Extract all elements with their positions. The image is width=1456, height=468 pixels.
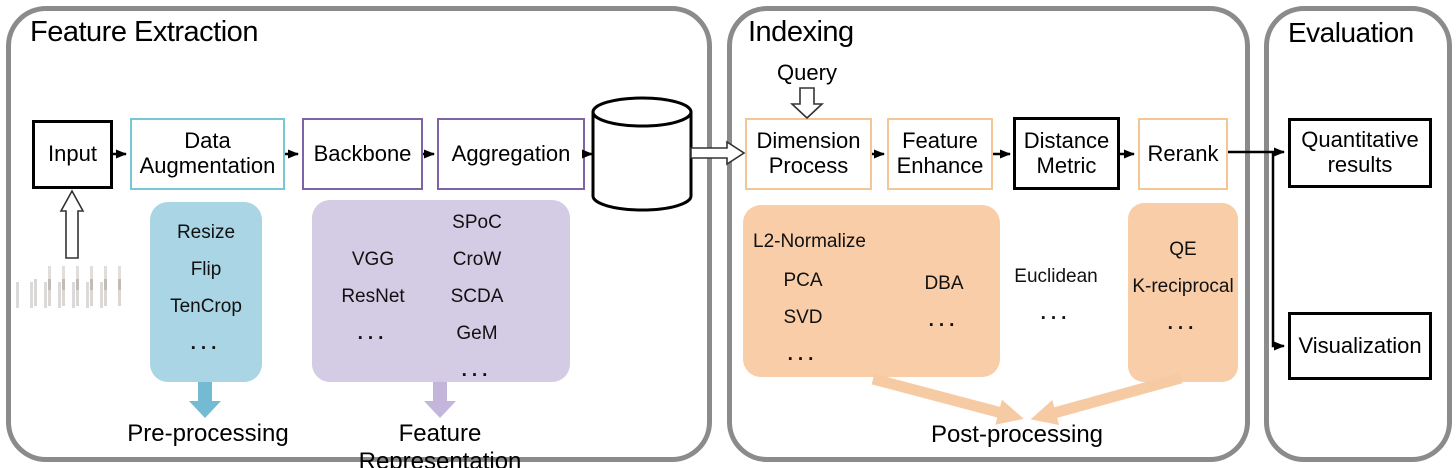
panel-feature-extraction bbox=[6, 6, 712, 462]
list-item: K-reciprocal bbox=[1132, 275, 1234, 297]
list-item: ... bbox=[928, 309, 960, 331]
list-item: GeM bbox=[456, 322, 498, 344]
pre-processing-label: Pre-processing bbox=[127, 420, 289, 447]
list-item: Flip bbox=[190, 258, 222, 280]
list-item: SVD bbox=[783, 306, 823, 328]
rerank-methods-list: QE K-reciprocal... bbox=[1126, 231, 1240, 342]
distance-methods-list: Euclidean... bbox=[1006, 258, 1106, 332]
backbone-box: Backbone bbox=[302, 118, 423, 190]
dimension-methods-col2: DBA... bbox=[903, 265, 985, 339]
list-item: Resize bbox=[176, 221, 236, 243]
aggregation-box: Aggregation bbox=[437, 118, 585, 190]
list-item: SPoC bbox=[452, 211, 502, 233]
list-item: ... bbox=[461, 359, 493, 381]
feature-set-label: Feature Set bbox=[604, 124, 680, 175]
list-item: PCA bbox=[783, 269, 823, 291]
photo-layer-front bbox=[25, 255, 138, 335]
backbone-methods-list: VGG ResNet... bbox=[318, 241, 428, 352]
indexing-title: Indexing bbox=[748, 16, 854, 48]
feature-representation-block: VGG ResNet... SPoC CroW SCDA GeM... bbox=[312, 200, 570, 382]
list-item: ... bbox=[190, 332, 222, 354]
panel-evaluation bbox=[1264, 6, 1452, 462]
data-augmentation-box: Data Augmentation bbox=[130, 118, 285, 190]
feature-extraction-title: Feature Extraction bbox=[30, 16, 258, 48]
list-item: DBA bbox=[924, 272, 964, 294]
post-processing-label: Post-processing bbox=[930, 421, 1104, 448]
dimension-process-box: Dimension Process bbox=[745, 118, 872, 190]
list-item: ... bbox=[787, 343, 819, 365]
list-item: TenCrop bbox=[170, 295, 242, 317]
dimension-methods-col1: PCA SVD... bbox=[763, 262, 843, 373]
input-images-thumbnail bbox=[8, 243, 143, 338]
list-item: QE bbox=[1169, 238, 1197, 260]
feature-enhance-box: Feature Enhance bbox=[887, 118, 993, 190]
dimension-methods-block: L2-Normalize PCA SVD... DBA... bbox=[743, 205, 1000, 377]
distance-metric-box: Distance Metric bbox=[1013, 117, 1120, 190]
feature-representation-label: Feature Representation bbox=[358, 420, 522, 468]
list-item: SCDA bbox=[450, 285, 504, 307]
list-item: Euclidean bbox=[1014, 265, 1098, 287]
input-box: Input bbox=[32, 120, 113, 189]
list-item: ... bbox=[1167, 312, 1199, 334]
list-item: ... bbox=[357, 322, 389, 344]
visualization-box: Visualization bbox=[1288, 312, 1432, 380]
query-label: Query bbox=[777, 60, 837, 85]
list-item: VGG bbox=[351, 248, 395, 270]
evaluation-title: Evaluation bbox=[1288, 17, 1414, 48]
l2-normalize-label: L2-Normalize bbox=[753, 231, 866, 252]
rerank-box: Rerank bbox=[1138, 118, 1228, 190]
panel-indexing bbox=[727, 6, 1250, 462]
list-item: ... bbox=[1040, 302, 1072, 324]
list-item: ResNet bbox=[341, 285, 405, 307]
quantitative-results-box: Quantitative results bbox=[1288, 118, 1432, 188]
aggregation-methods-list: SPoC CroW SCDA GeM... bbox=[412, 204, 542, 389]
rerank-methods-block: QE K-reciprocal... bbox=[1128, 203, 1238, 382]
list-item: CroW bbox=[452, 248, 502, 270]
